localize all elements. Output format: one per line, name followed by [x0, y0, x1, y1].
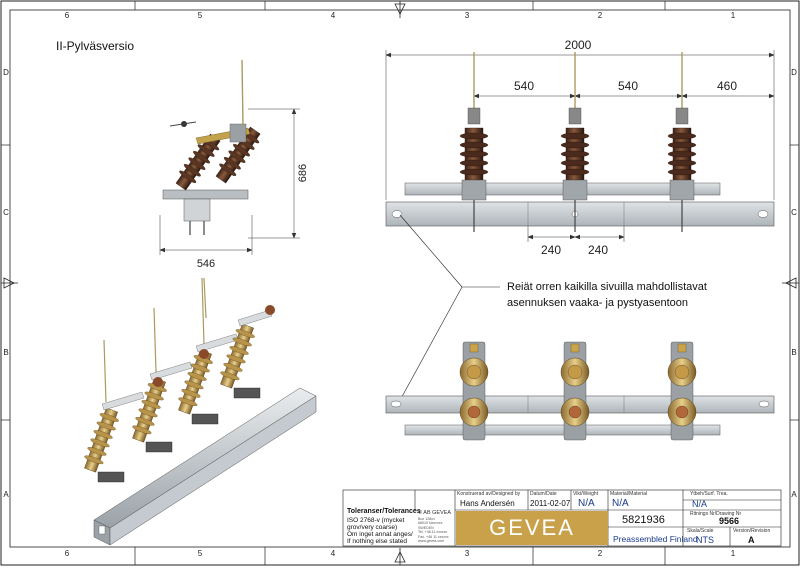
weight-value: N/A	[578, 498, 595, 509]
note-line-1: Reiät orren kaikilla sivuilla mahdollist…	[507, 281, 707, 293]
drawing-title: II-Pylväsversio	[56, 39, 134, 53]
company-name: © AB GEVEA	[418, 510, 452, 516]
zone-right-b: B	[791, 348, 796, 357]
gevea-logo	[456, 511, 608, 545]
description-value: Preassembled Finland	[613, 534, 698, 544]
zone-bottom-5: 5	[198, 549, 203, 558]
dim-side-width	[159, 215, 253, 255]
zone-top-1: 1	[731, 11, 736, 20]
material-label: Material/Material	[610, 491, 647, 497]
front-view: 2000 540 540 460	[385, 38, 775, 257]
scale-label: Skala/Scale	[687, 528, 714, 534]
designed-by-label: Konstruerad av/Designed by	[457, 491, 521, 497]
dim-label-460: 460	[717, 79, 737, 93]
date-label: Datum/Date	[530, 491, 557, 497]
dim-label-686: 686	[297, 164, 309, 182]
zone-top-3: 3	[465, 11, 470, 20]
zone-bottom-2: 2	[598, 549, 603, 558]
tolerances-line-2: grov/very coarse)	[347, 524, 398, 531]
tolerances-line-4: If nothing else stated	[347, 538, 407, 545]
zone-bottom-1: 1	[731, 549, 736, 558]
dim-hole-spacing	[527, 226, 625, 242]
drawing-no-label: Ritnings Nr/Drawing Nr	[690, 511, 742, 517]
dim-label-540-b: 540	[618, 79, 638, 93]
tolerances-label: Toleranser/Tolerances	[347, 508, 421, 515]
note-line-2: asennuksen vaaka- ja pystyasentoon	[507, 297, 688, 309]
dim-side-height	[248, 108, 300, 239]
revision-label: Version/Revision	[733, 528, 771, 534]
top-view	[385, 341, 775, 441]
tolerances-line-1: ISO 2768-v (mycket	[347, 517, 405, 524]
dim-label-2000: 2000	[565, 38, 592, 52]
logo-text: GEVEA	[489, 515, 575, 540]
zone-left-b: B	[3, 348, 8, 357]
article-no-value: 5821936	[622, 514, 665, 526]
finish-value: N/A	[692, 499, 708, 509]
zone-bottom-4: 4	[331, 549, 336, 558]
zone-top-5: 5	[198, 11, 203, 20]
dim-label-240-right: 240	[588, 243, 608, 257]
company-address: Box 128xx 68010 Nxxxxxx SWEDEN Tel. +46 …	[418, 517, 449, 544]
designed-by-value: Hans Andersén	[460, 499, 515, 508]
zone-left-d: D	[3, 68, 9, 77]
note-leaders	[397, 214, 500, 405]
weight-label: Vikt/Weight	[573, 491, 599, 497]
dim-label-546: 546	[197, 258, 215, 270]
dim-label-540-a: 540	[514, 79, 534, 93]
drawing-no-value: 9566	[719, 516, 740, 526]
zone-bottom-3: 3	[465, 549, 470, 558]
scale-value: NTS	[696, 535, 714, 545]
zone-top-4: 4	[331, 11, 336, 20]
zone-right-c: C	[791, 208, 797, 217]
zone-bottom-6: 6	[65, 549, 70, 558]
zone-right-a: A	[791, 490, 797, 499]
finish-label: Ytbeh/Surf. Trea.	[690, 491, 728, 497]
date-value: 2011-02-07	[530, 499, 571, 508]
zone-top-2: 2	[598, 11, 603, 20]
dim-label-240-left: 240	[541, 243, 561, 257]
zone-left-c: C	[3, 208, 9, 217]
side-view: 686 546	[159, 59, 309, 270]
tolerances-line-3: Om inget annat anges/	[347, 531, 413, 538]
zone-right-d: D	[791, 68, 797, 77]
material-value: N/A	[612, 498, 629, 509]
zone-left-a: A	[3, 490, 9, 499]
zone-top-6: 6	[65, 11, 70, 20]
isometric-view	[84, 277, 317, 546]
revision-value: A	[748, 535, 755, 545]
